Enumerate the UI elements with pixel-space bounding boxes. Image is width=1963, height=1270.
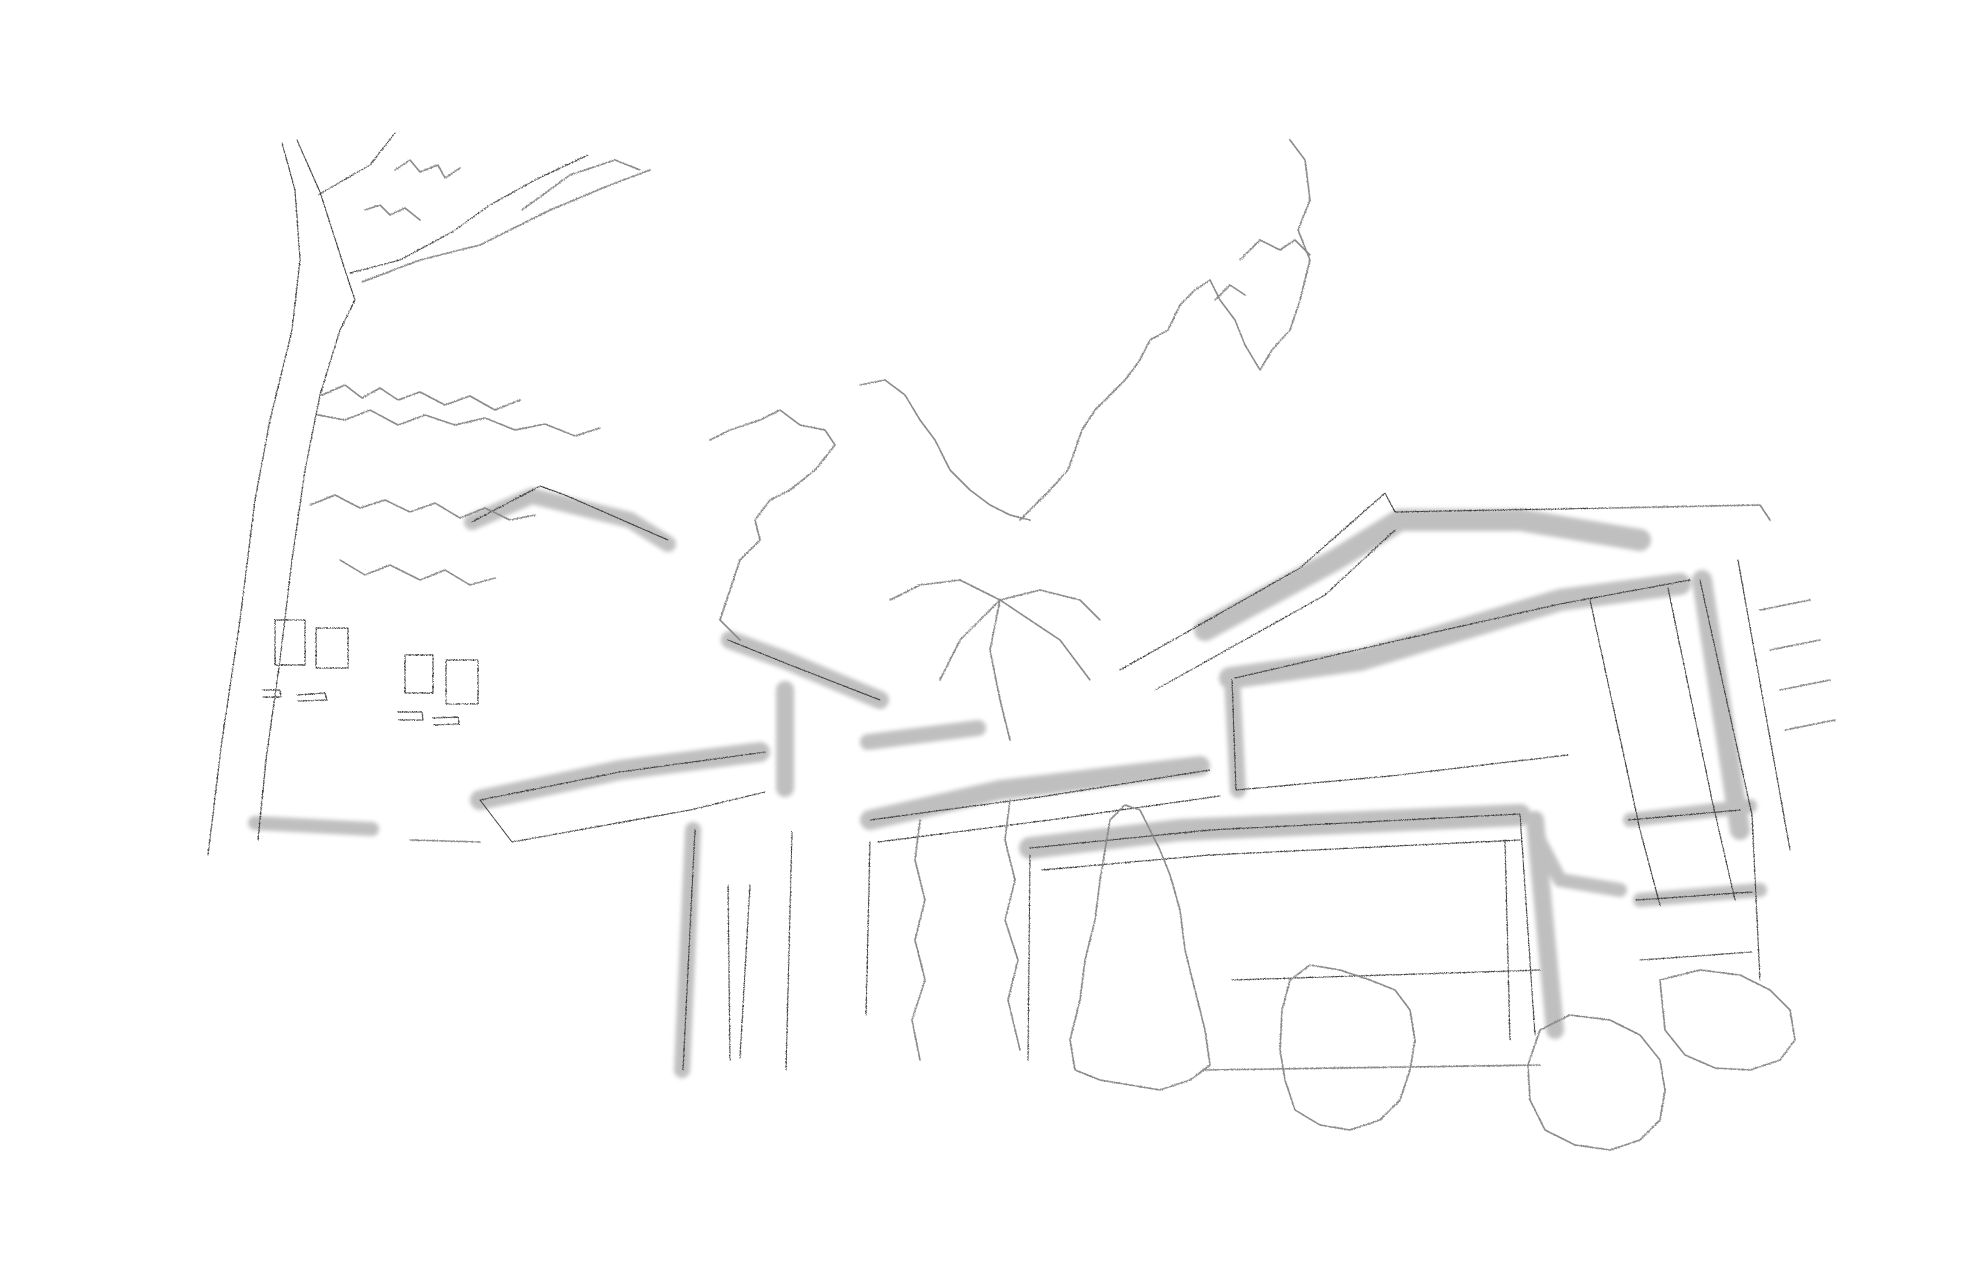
left-roof-slope <box>471 485 566 523</box>
vine-1 <box>911 819 926 1061</box>
tree-branch-2 <box>349 154 589 274</box>
tree-trunk-left <box>207 142 301 856</box>
left-post <box>682 829 696 1071</box>
right-post-outer <box>1519 813 1536 1036</box>
shade-upper-roof <box>721 631 889 709</box>
column-a <box>1027 854 1031 1061</box>
main-beam-bottom <box>1041 839 1521 871</box>
palm-fronds <box>889 579 1101 741</box>
house-side-lines <box>1759 599 1836 731</box>
tall-tree-outline <box>1019 139 1311 521</box>
tree-scribble-1 <box>1239 239 1311 261</box>
shade-big-gable <box>1194 509 1651 641</box>
ground-left <box>409 839 481 843</box>
lower-floor-line <box>1231 969 1541 981</box>
mid-beam-2 <box>877 795 1221 843</box>
tree-trunk-right <box>257 139 356 841</box>
steps <box>1627 809 1753 961</box>
light-pencil-lines <box>309 139 1836 1151</box>
mid-post-2 <box>865 841 871 1016</box>
branch-thin-2 <box>521 159 641 211</box>
mid-post <box>785 831 793 1071</box>
path-line <box>1204 1064 1541 1071</box>
lower-roof-left <box>479 799 513 843</box>
plant-outline <box>709 409 836 641</box>
shade-mid-roof <box>860 756 1210 830</box>
tree-branch-1 <box>317 132 396 196</box>
shade-left-ground <box>248 816 379 836</box>
right-roof-far <box>1609 504 1771 521</box>
shade-left-post <box>674 822 701 1078</box>
upper-roof-edge <box>727 639 881 701</box>
main-beam-top <box>1029 813 1521 849</box>
shade-upper-fascia <box>1219 573 1691 689</box>
branch-thin-1 <box>361 169 651 283</box>
column-b-l <box>1589 599 1661 906</box>
window-group-1 <box>261 619 349 702</box>
foliage-row-2 <box>317 409 601 437</box>
foliage-row-3 <box>309 494 536 521</box>
column-c <box>1699 579 1761 981</box>
window-group-2 <box>397 654 479 726</box>
column-b-r <box>1667 587 1736 901</box>
shade-column-b <box>1692 570 1750 840</box>
foliage-scribble-2 <box>364 204 421 221</box>
foliage-row-1 <box>321 384 521 411</box>
shrub-round-2 <box>1527 1014 1666 1151</box>
gable-main <box>1119 492 1611 671</box>
shade-lower-roof <box>470 742 770 810</box>
shade-right-post <box>1526 811 1564 1039</box>
shading-strokes <box>248 488 1767 1078</box>
shade-right-eave <box>860 720 986 750</box>
shrub-tall <box>1069 804 1211 1091</box>
foliage-row-4 <box>339 559 496 586</box>
right-wall-edge <box>1737 559 1791 851</box>
left-post-2 <box>727 884 731 1061</box>
mid-beam <box>869 769 1211 821</box>
left-roof-edge <box>564 494 669 541</box>
shade-left-roof-peak <box>464 488 676 552</box>
shrub-round-1 <box>1279 964 1416 1131</box>
shrub-round-3 <box>1659 969 1796 1071</box>
shade-right-house <box>1528 825 1627 897</box>
dark-pencil-lines <box>207 132 1791 1071</box>
tree-scribble-2 <box>1214 284 1246 301</box>
vine-2 <box>1004 799 1021 1051</box>
upper-window-frame <box>1231 679 1569 791</box>
lower-roof-bottom <box>511 791 766 843</box>
foliage-scribble-1 <box>394 159 461 179</box>
lower-roof-top <box>479 751 766 801</box>
shade-main-beam <box>1019 804 1531 859</box>
right-post-inner <box>1504 839 1511 1041</box>
right-fascia <box>1234 579 1691 679</box>
gable-inner <box>1154 529 1396 691</box>
plant-upper <box>859 379 1031 521</box>
left-post-3 <box>739 884 751 1059</box>
